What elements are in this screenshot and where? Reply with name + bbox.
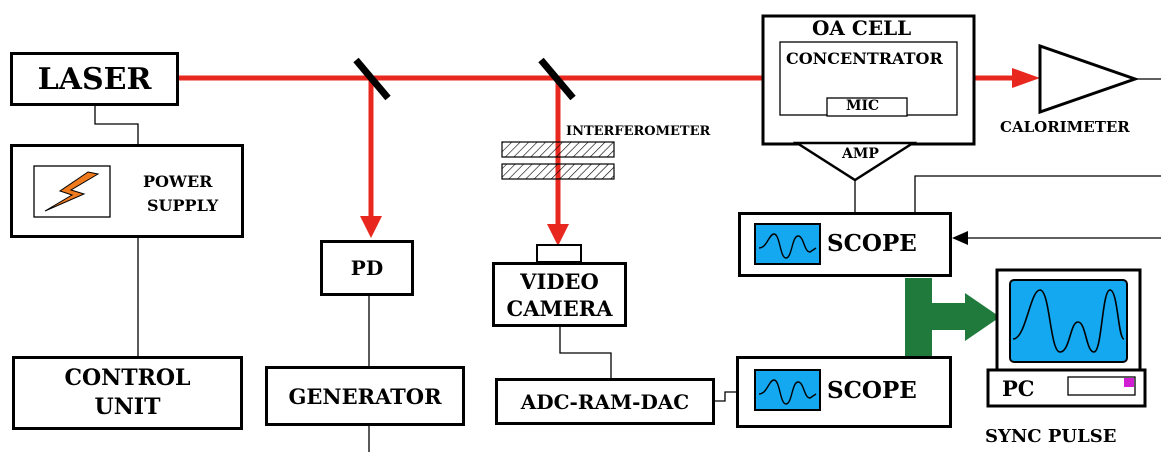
video-camera-box: VIDEO CAMERA xyxy=(492,262,627,327)
pc-label: PC xyxy=(1002,376,1035,401)
generator-box: GENERATOR xyxy=(265,366,465,426)
control-unit-label-1: CONTROL xyxy=(64,365,191,391)
pd-label: PD xyxy=(350,256,384,280)
pd-arrowhead xyxy=(360,216,382,238)
control-unit-label-2: UNIT xyxy=(94,394,161,420)
beam-splitter-1 xyxy=(353,57,391,101)
scope-top-label: SCOPE xyxy=(827,230,917,257)
laser-label: LASER xyxy=(37,61,152,97)
scope-bottom-label: SCOPE xyxy=(827,377,917,404)
video-camera-label-1: VIDEO xyxy=(520,268,599,294)
amp-label: AMP xyxy=(842,146,879,162)
mic-box xyxy=(826,97,908,117)
scope-bottom-box xyxy=(736,356,952,428)
mic-label: MIC xyxy=(846,98,880,114)
pc-drive-slot xyxy=(1067,376,1136,396)
power-supply-box xyxy=(10,144,244,238)
pd-box: PD xyxy=(320,240,414,296)
calorimeter-triangle xyxy=(1038,43,1140,115)
control-unit-box: CONTROL UNIT xyxy=(12,356,243,430)
scope-top-waveform-icon xyxy=(758,233,817,259)
laser-box: LASER xyxy=(10,52,179,106)
pc-screen xyxy=(1009,279,1128,363)
data-bus-arrowhead xyxy=(965,293,1000,341)
camera-lens xyxy=(536,244,582,263)
camera-arrowhead xyxy=(547,224,569,246)
video-camera-label-2: CAMERA xyxy=(506,295,613,321)
scope-top-box xyxy=(738,212,952,277)
camera-adc-connector xyxy=(559,327,612,378)
lightning-icon xyxy=(44,171,100,212)
adc-ram-dac-label: ADC-RAM-DAC xyxy=(520,389,690,414)
laser-psu-connector xyxy=(94,106,139,144)
sync-feed-connector xyxy=(914,175,1161,212)
interferometer-label: INTERFEROMETER xyxy=(566,124,711,139)
oa-cell-label: OA CELL xyxy=(812,16,912,40)
calorimeter-arrowhead xyxy=(1012,68,1040,88)
beam-splitter-2 xyxy=(538,57,576,101)
scope-bottom-waveform-icon xyxy=(758,379,817,405)
pc-waveform-icon xyxy=(1012,289,1125,353)
calorimeter-label: CALORIMETER xyxy=(1000,118,1130,136)
adc-scope-connector xyxy=(715,391,736,402)
pc-indicator xyxy=(1124,378,1134,387)
concentrator-label: CONCENTRATOR xyxy=(786,49,943,68)
sync-pulse-label: SYNC PULSE xyxy=(985,426,1117,447)
adc-ram-dac-box: ADC-RAM-DAC xyxy=(495,378,715,425)
interferometer-plate-top xyxy=(501,141,615,158)
amp-triangle xyxy=(792,141,918,182)
data-bus-horizontal xyxy=(905,303,970,330)
trigger-arrowhead xyxy=(952,231,968,245)
interferometer-plate-bottom xyxy=(501,163,615,180)
power-supply-label-2: SUPPLY xyxy=(147,196,219,215)
generator-label: GENERATOR xyxy=(288,383,442,409)
power-supply-label-1: POWER xyxy=(143,172,213,191)
